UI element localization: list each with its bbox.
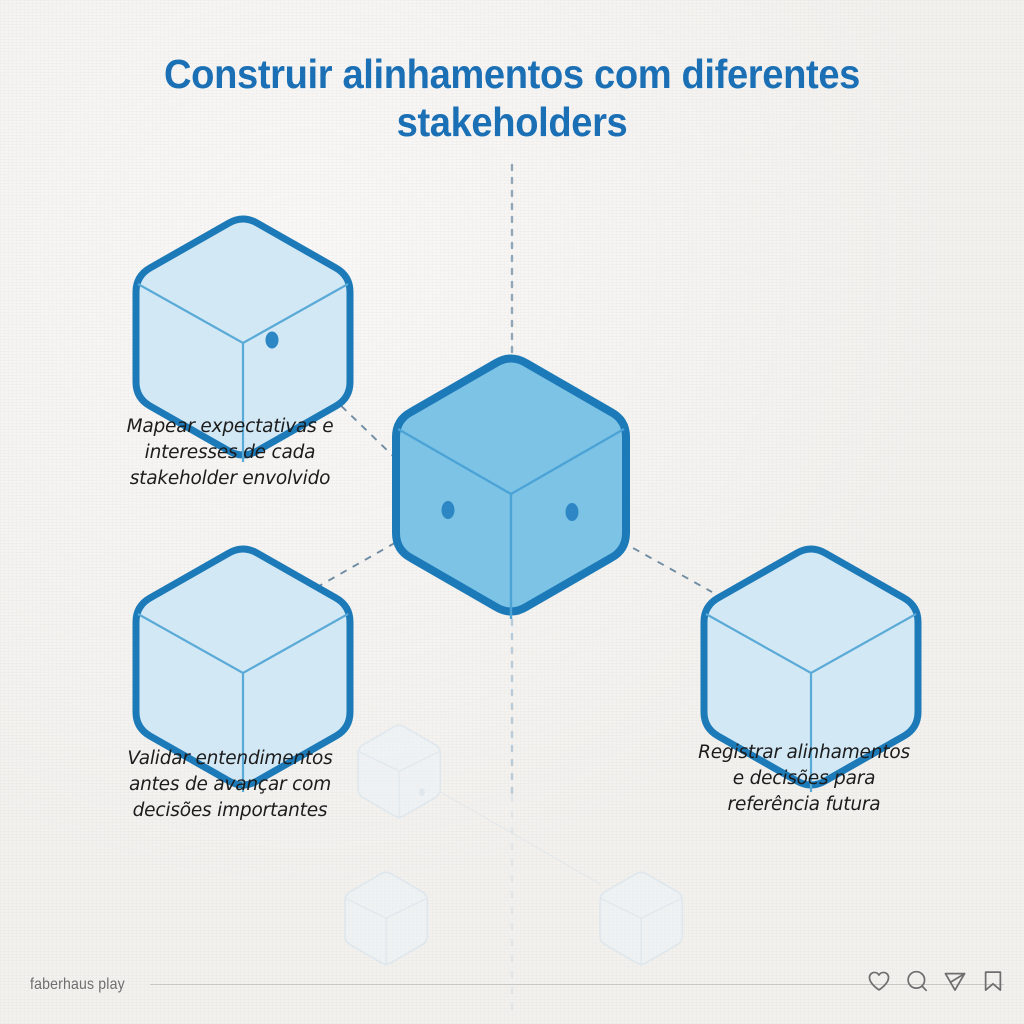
caption-bottom-left-line-2: antes de avançar com: [128, 774, 332, 795]
cube-bottom-left-body: [132, 545, 354, 789]
cube-center-body: [392, 354, 630, 616]
footer-bar: faberhaus play: [0, 954, 1024, 1024]
footer-divider: [150, 984, 1004, 985]
bookmark-icon[interactable]: [980, 968, 1006, 994]
social-action-icons: [866, 968, 1006, 994]
ghost-cube-c: [599, 871, 684, 967]
page-title-line-1: Construir alinhamentos com diferentes: [163, 51, 861, 97]
connector-center-to-bottom-left: [311, 514, 445, 591]
brand-label: faberhaus play: [30, 976, 125, 993]
caption-bottom-left-line-3: decisões importantes: [132, 800, 328, 821]
cube-right-body: [700, 545, 922, 789]
cube-center-connector-dot-right: [565, 503, 579, 521]
cube-center-connector-dot-left: [441, 501, 455, 519]
cube-top-left-connector-dot: [265, 331, 279, 349]
share-icon[interactable]: [942, 968, 968, 994]
comment-icon[interactable]: [904, 968, 930, 994]
cube-center[interactable]: [392, 354, 630, 620]
cube-right[interactable]: [700, 545, 922, 792]
cube-bottom-left[interactable]: [132, 545, 354, 792]
cube-top-left-body: [132, 215, 354, 459]
caption-bottom-left: Validar entendimentos antes de avançar c…: [92, 746, 368, 824]
ghost-cube-a: [357, 724, 442, 820]
caption-top-left-line-1: Mapear expectativas e: [126, 416, 334, 437]
page-title-line-2: stakeholders: [396, 99, 628, 145]
caption-right-line-3: referência futura: [727, 794, 881, 815]
caption-right: Registrar alinhamentos e decisões para r…: [668, 740, 940, 818]
page-title: Construir alinhamentos com diferentes st…: [0, 50, 1024, 146]
heart-icon[interactable]: [866, 968, 892, 994]
cube-top-left[interactable]: [132, 215, 354, 462]
caption-top-left: Mapear expectativas e interesses de cada…: [95, 414, 365, 492]
caption-top-left-line-2: interesses de cada: [144, 442, 316, 463]
ghost-cube-b: [344, 871, 429, 967]
caption-top-left-line-3: stakeholder envolvido: [129, 468, 331, 489]
caption-right-line-2: e decisões para: [732, 768, 876, 789]
caption-bottom-left-line-1: Validar entendimentos: [127, 748, 333, 769]
ghost-cube-layer: [344, 724, 684, 1010]
caption-right-line-1: Registrar alinhamentos: [698, 742, 910, 763]
